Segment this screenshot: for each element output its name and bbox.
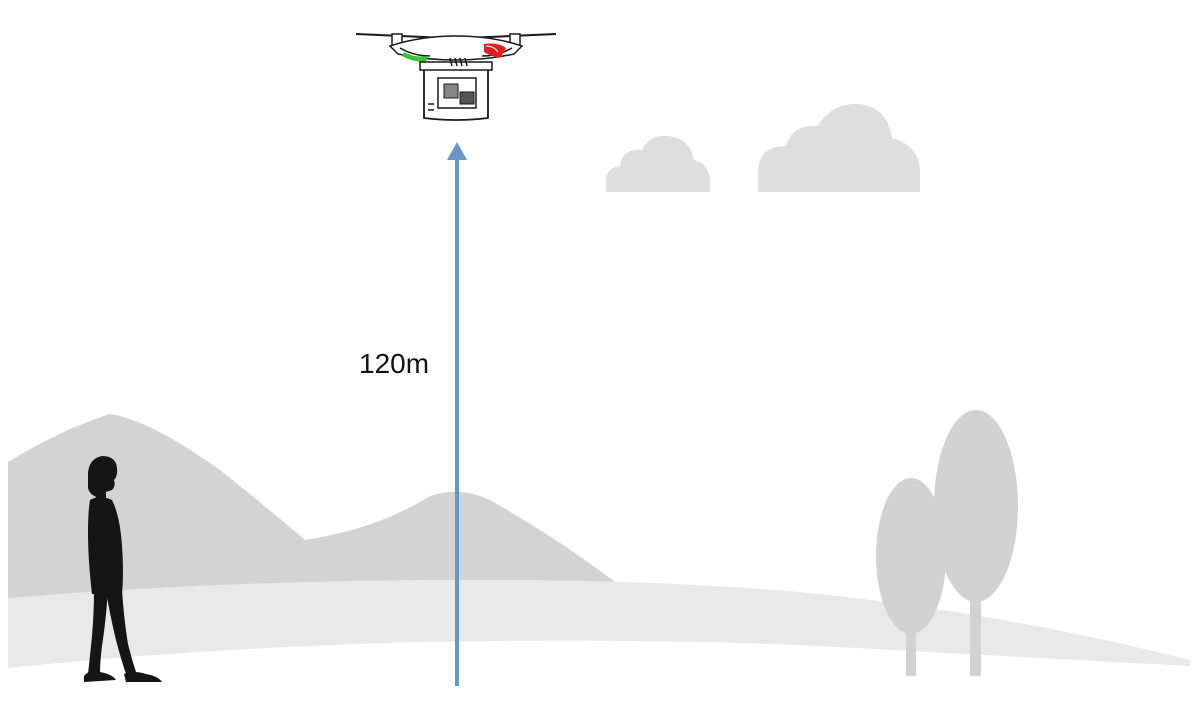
tree-icon xyxy=(934,410,1018,676)
cloud-icon xyxy=(758,103,920,192)
person-silhouette-icon xyxy=(84,456,162,682)
altitude-label: 120m xyxy=(359,348,430,379)
quadcopter-drone-icon xyxy=(355,33,557,121)
cloud-icon xyxy=(606,135,710,192)
ground-base xyxy=(8,640,1190,716)
altitude-arrow xyxy=(447,142,467,686)
mountain-shape xyxy=(8,414,615,600)
tree-icon xyxy=(876,478,946,676)
